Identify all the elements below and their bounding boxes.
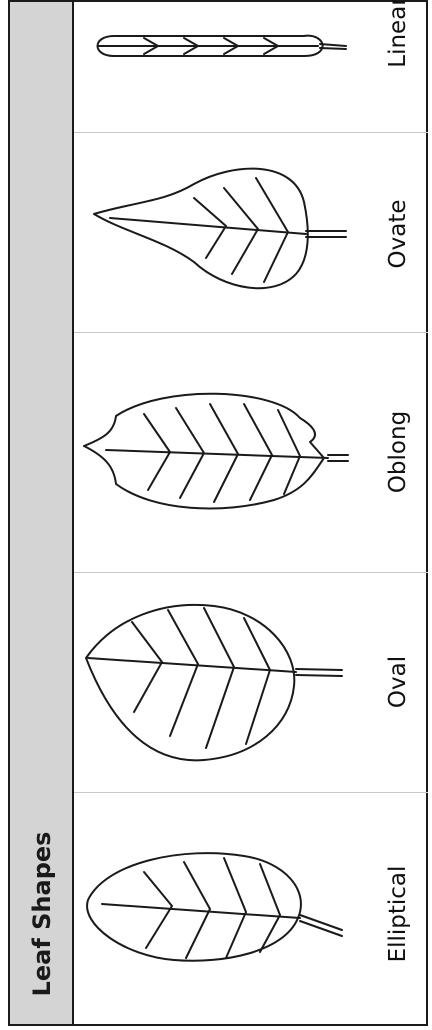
linear-leaf-icon: [74, 10, 364, 70]
leaf-label-oblong: Oblong: [385, 411, 411, 493]
ovate-leaf-icon: [74, 162, 364, 302]
leaf-label-oval: Oval: [385, 656, 411, 708]
leaf-label-ovate: Ovate: [385, 200, 411, 269]
row-divider: [74, 332, 428, 333]
elliptical-leaf-icon: [74, 842, 364, 992]
leaf-label-linear: Linear: [385, 0, 411, 68]
title-strip: Leaf Shapes: [10, 2, 74, 1024]
oval-leaf-icon: [74, 600, 364, 770]
leaf-label-elliptical: Elliptical: [385, 866, 411, 963]
row-divider: [74, 572, 428, 573]
row-divider: [74, 132, 428, 133]
chart-title: Leaf Shapes: [28, 832, 56, 997]
oblong-leaf-icon: [74, 374, 364, 524]
row-divider: [74, 792, 428, 793]
leaf-shapes-chart: Leaf Shapes Linear Ovate: [8, 0, 428, 1026]
